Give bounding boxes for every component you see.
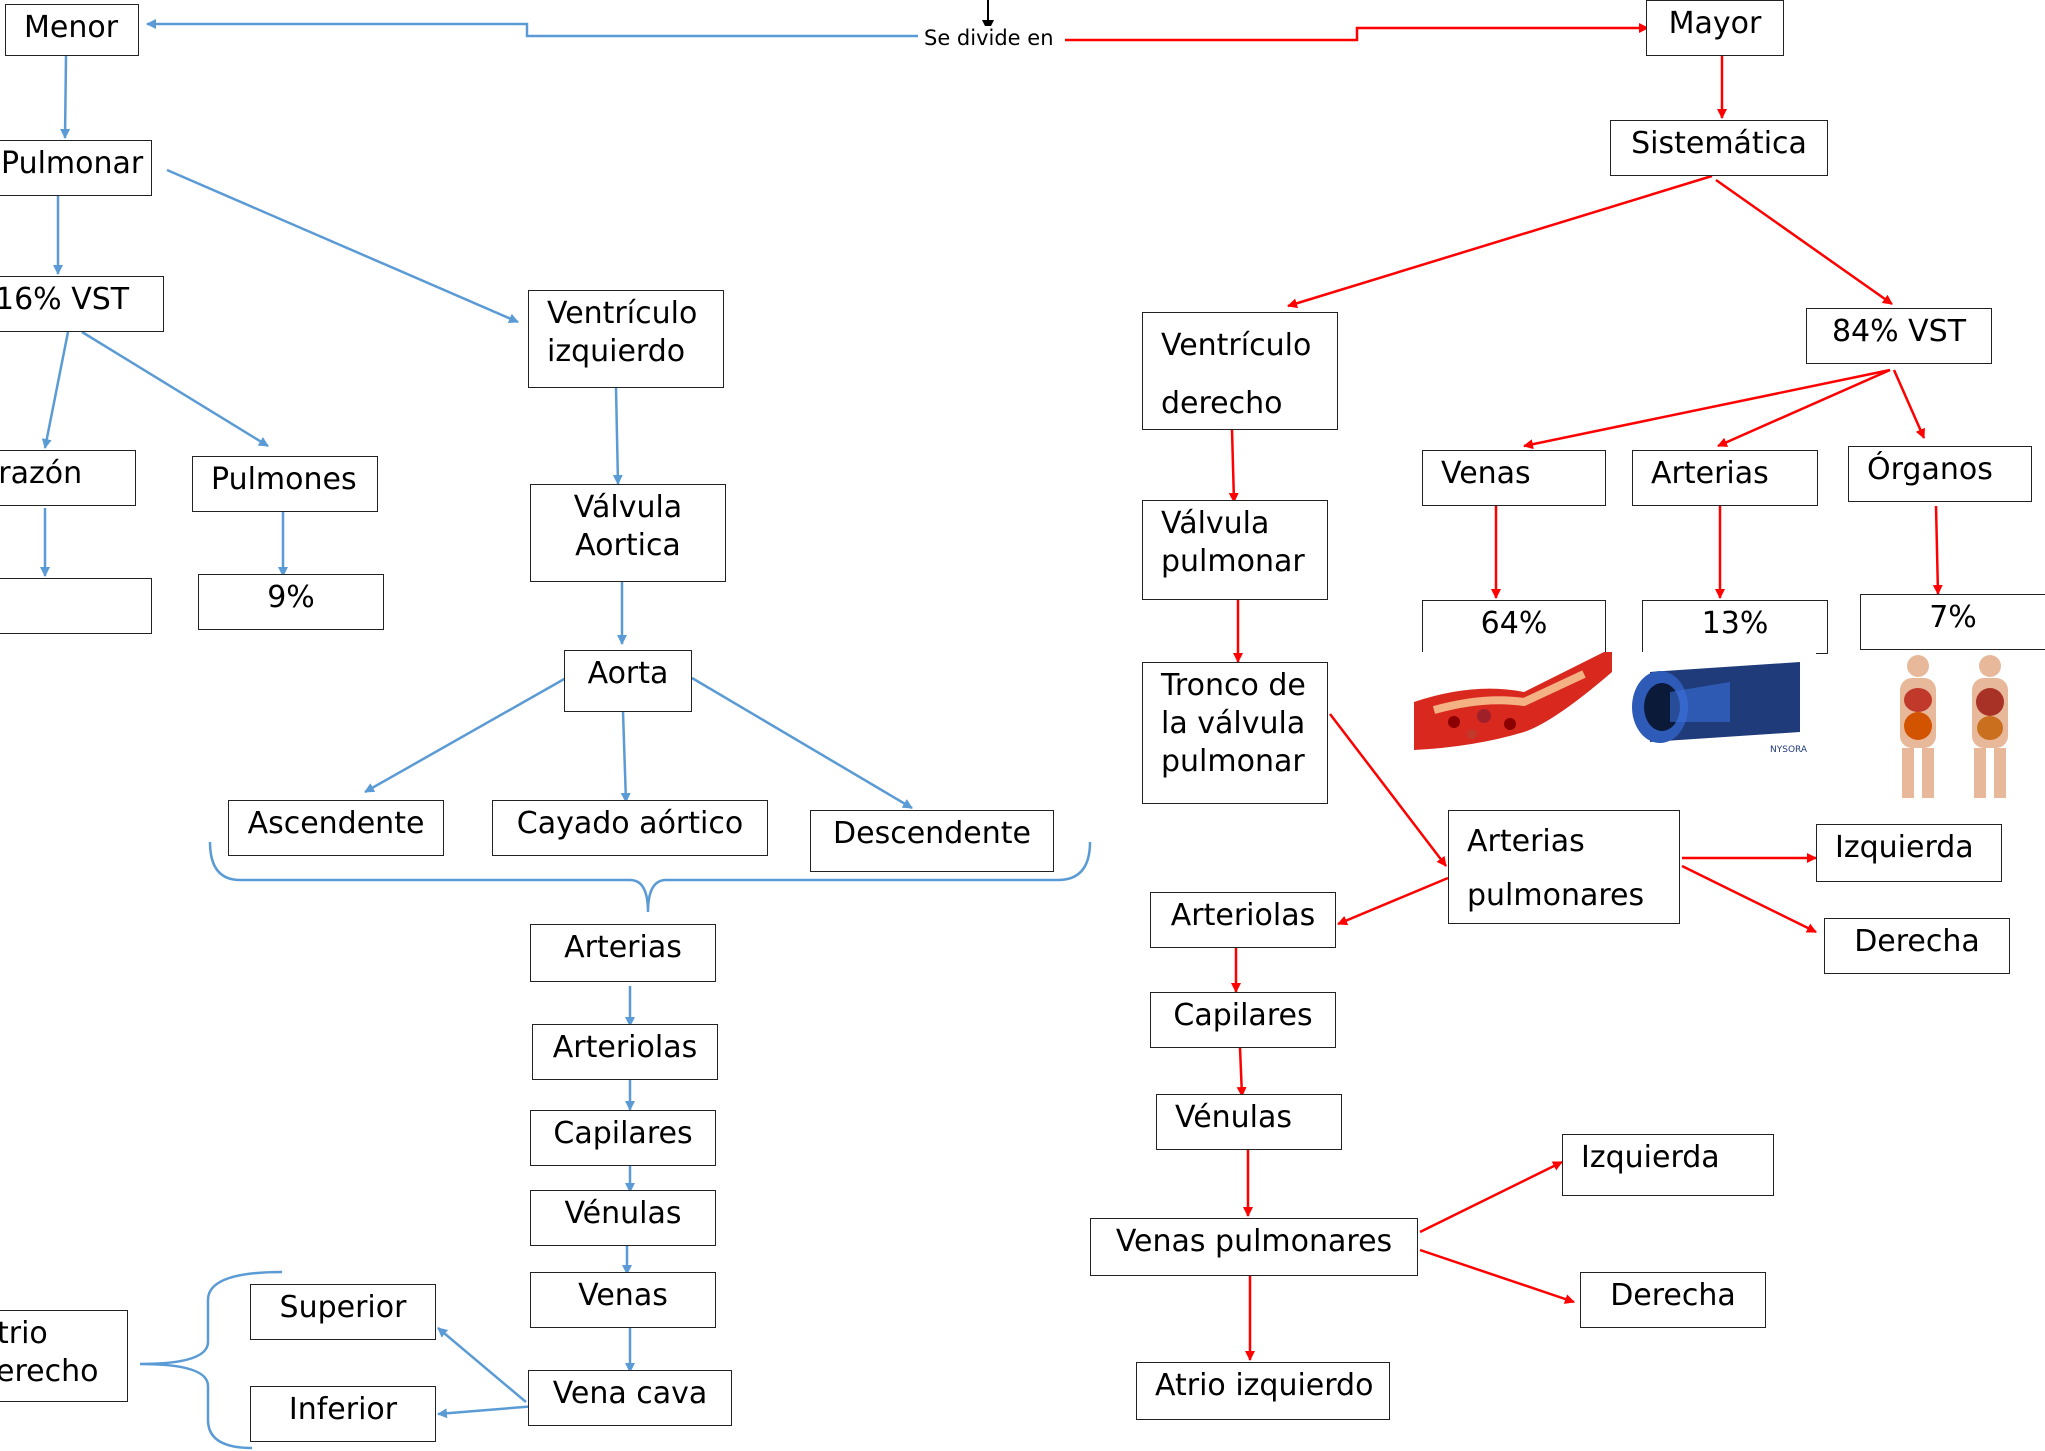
node-derecha-bottom: Derecha <box>1580 1272 1766 1328</box>
nysora-logo: NYSORA <box>1770 745 1808 755</box>
node-capilares-left: Capilares <box>530 1110 716 1166</box>
node-venas-right: Venas <box>1422 450 1606 506</box>
node-izquierda-top: Izquierda <box>1816 824 2002 882</box>
node-menor: Menor <box>5 4 139 56</box>
node-venas-pulmonares: Venas pulmonares <box>1090 1218 1418 1276</box>
node-vena-cava: Vena cava <box>528 1370 732 1426</box>
vein-illustration-image <box>1414 652 1612 764</box>
node-descendente: Descendente <box>810 810 1054 872</box>
node-venulas-right: Vénulas <box>1156 1094 1342 1150</box>
node-corazon: Corazón <box>0 450 136 506</box>
node-organos: Órganos <box>1848 446 2032 502</box>
node-ascendente: Ascendente <box>228 800 444 856</box>
node-arteriolas-right: Arteriolas <box>1150 892 1336 948</box>
node-arterias-pct: 13% <box>1642 600 1828 654</box>
node-derecha-top: Derecha <box>1824 918 2010 974</box>
node-venulas-left: Vénulas <box>530 1190 716 1246</box>
node-corazon-pct: 7% <box>0 578 152 634</box>
node-aorta: Aorta <box>564 650 692 712</box>
node-venas-pct: 64% <box>1422 600 1606 654</box>
node-sistematica: Sistemática <box>1610 120 1828 176</box>
node-84-vst: 84% VST <box>1806 308 1992 364</box>
divide-label: Se divide en <box>918 26 1060 50</box>
node-atrio-izquierdo: Atrio izquierdo <box>1136 1362 1390 1420</box>
artery-illustration-image: NYSORA <box>1620 652 1816 762</box>
node-arterias-left: Arterias <box>530 924 716 982</box>
node-mayor: Mayor <box>1646 0 1784 56</box>
node-superior: Superior <box>250 1284 436 1340</box>
node-organos-pct: 7% <box>1860 594 2045 650</box>
node-pulmones: Pulmones <box>192 456 378 512</box>
node-capilares-right: Capilares <box>1150 992 1336 1048</box>
node-cayado-aortico: Cayado aórtico <box>492 800 768 856</box>
node-inferior: Inferior <box>250 1386 436 1442</box>
link-divide-menor <box>146 19 920 38</box>
node-16-vst: 16% VST <box>0 276 164 332</box>
anatomy-organs-image <box>1878 652 2034 802</box>
node-arterias-right: Arterias <box>1632 450 1818 506</box>
node-venas-left: Venas <box>530 1272 716 1328</box>
node-arteriolas-left: Arteriolas <box>532 1024 718 1080</box>
node-atrio-derecho: Atrioderecho <box>0 1310 128 1402</box>
node-izquierda-bottom: Izquierda <box>1562 1134 1774 1196</box>
node-pulmones-pct: 9% <box>198 574 384 630</box>
link-divide-mayor <box>1065 23 1649 42</box>
node-pulmonar: Pulmonar <box>0 140 152 196</box>
